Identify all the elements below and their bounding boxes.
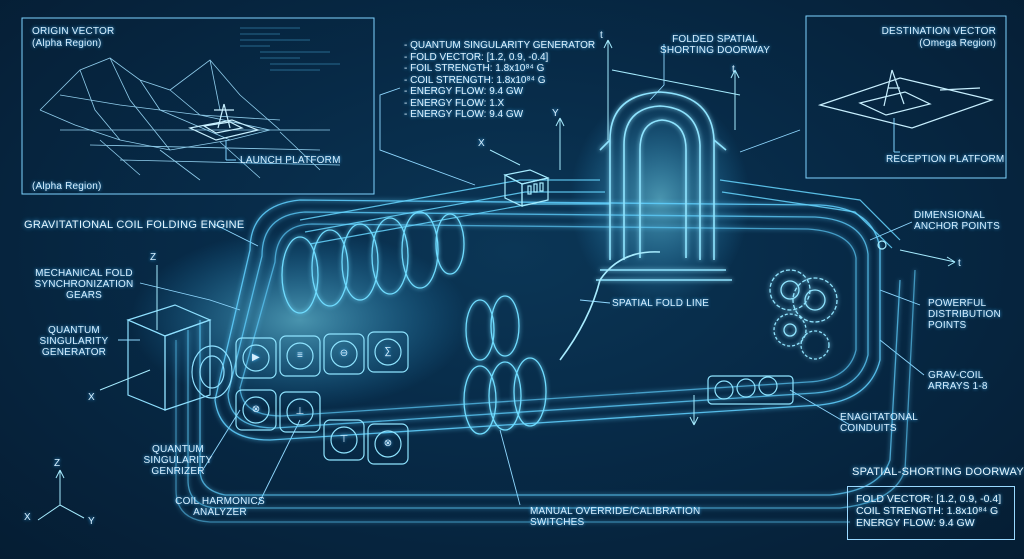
spec-line: - COIL STRENGTH: 1.8x10⁸⁴ G — [404, 74, 546, 86]
spatial-fold-line — [559, 251, 661, 361]
quantum-generator-box — [126, 304, 233, 411]
button-symbol: ▶ — [252, 352, 260, 363]
button-symbol: ∑ — [384, 346, 392, 357]
harmonics-label: COIL HARMONICS ANALYZER — [175, 496, 265, 518]
axis-markers — [37, 39, 956, 521]
control-buttons — [235, 331, 409, 465]
spec-line: - ENERGY FLOW: 9.4 GW — [404, 86, 524, 97]
spec-line: - QUANTUM SINGULARITY GENERATOR — [404, 40, 596, 51]
doorway-spec-line: ENERGY FLOW: 9.4 GW — [856, 517, 975, 529]
destination-vector-subtitle: (Omega Region) — [919, 38, 996, 49]
anchor-points-label: DIMENSIONAL ANCHOR POINTS — [914, 210, 1000, 232]
axis-y-label: Y — [88, 516, 95, 527]
override-switches-label: MANUAL OVERRIDE/CALIBRATION SWITCHES — [530, 506, 701, 528]
destination-vector-title: DESTINATION VECTOR — [881, 26, 996, 37]
spatial-fold-line-label: SPATIAL FOLD LINE — [612, 298, 710, 309]
data-stream — [240, 27, 340, 71]
doorway-box-title: SPATIAL-SHORTING DOORWAY — [852, 466, 1024, 478]
distribution-points-label: POWERFUL DISTRIBUTION POINTS — [928, 298, 1001, 331]
origin-vector-title: ORIGIN VECTOR — [32, 26, 115, 37]
button-symbol: ⊤ — [339, 434, 349, 445]
doorway-spec-box: FOLD VECTOR: [1.2, 0.9, -0.4] COIL STREN… — [847, 486, 1015, 540]
axis-x-label: X — [478, 138, 485, 149]
axis-x-label: X — [88, 392, 95, 403]
destination-panel — [805, 15, 1007, 179]
origin-region-label: (Alpha Region) — [32, 181, 102, 192]
spec-line: - ENERGY FLOW: 9.4 GW — [404, 109, 524, 120]
axis-y-label: Y — [552, 108, 559, 119]
reception-platform-label: RECEPTION PLATFORM — [886, 154, 1005, 165]
spec-line: - ENERGY FLOW: 1.X — [404, 97, 505, 109]
reception-platform-icon — [817, 69, 995, 129]
axis-x-label: X — [24, 512, 31, 523]
origin-terrain — [39, 57, 341, 181]
doorway-label: FOLDED SPATIAL SHORTING DOORWAY — [660, 34, 771, 56]
button-symbol: ≡ — [296, 350, 304, 361]
launch-platform-label: LAUNCH PLATFORM — [240, 155, 341, 166]
upper-conduits — [299, 179, 901, 249]
button-symbol: ⊗ — [251, 404, 261, 415]
spec-line: - FOIL STRENGTH: 1.8x10⁸⁴ G — [404, 63, 545, 74]
anchor-point — [877, 240, 887, 250]
axis-t-label: t — [732, 64, 735, 75]
engine-label: GRAVITATIONAL COIL FOLDING ENGINE — [24, 219, 245, 231]
axis-t-label: t — [958, 258, 961, 269]
origin-panel-frame — [21, 17, 375, 195]
doorway-glow — [570, 90, 750, 310]
conduit-loops — [175, 199, 916, 523]
coil-array — [281, 211, 547, 435]
axis-z-label: Z — [54, 458, 61, 469]
doorway-spec-line: FOLD VECTOR: [1.2, 0.9, -0.4] — [856, 493, 1002, 505]
axis-t-label: t — [600, 30, 603, 41]
axis-z-label: Z — [150, 252, 157, 263]
engine-glow — [130, 230, 470, 410]
origin-panel — [21, 17, 375, 195]
button-symbol: ⊗ — [383, 438, 393, 449]
spec-list: - QUANTUM SINGULARITY GENERATOR - FOLD V… — [404, 40, 595, 121]
grav-coil-arrays-label: GRAV-COIL ARRAYS 1-8 — [928, 370, 988, 392]
junction-box — [503, 169, 550, 207]
generator-label: QUANTUM SINGULARITY GENERATOR — [39, 325, 109, 358]
button-symbol: ⊖ — [339, 348, 349, 359]
sync-gears-label: MECHANICAL FOLD SYNCHRONIZATION GEARS — [34, 268, 134, 301]
launch-platform-icon — [188, 103, 261, 141]
button-symbol: ⊥ — [295, 406, 305, 417]
folded-doorway-arch — [596, 91, 732, 281]
destination-panel-frame — [805, 15, 1007, 179]
manual-switch-row — [707, 375, 794, 405]
gear-cluster — [769, 269, 838, 360]
conduits-label: ENAGITATONAL COINDUITS — [840, 412, 918, 434]
origin-vector-subtitle: (Alpha Region) — [32, 38, 102, 49]
doorway-spec-line: COIL STRENGTH: 1.8x10⁸⁴ G — [856, 505, 999, 517]
genrizer-label: QUANTUM SINGULARITY GENRIZER — [143, 444, 213, 477]
spec-line: - FOLD VECTOR: [1.2, 0.9, -0.4] — [404, 51, 549, 63]
